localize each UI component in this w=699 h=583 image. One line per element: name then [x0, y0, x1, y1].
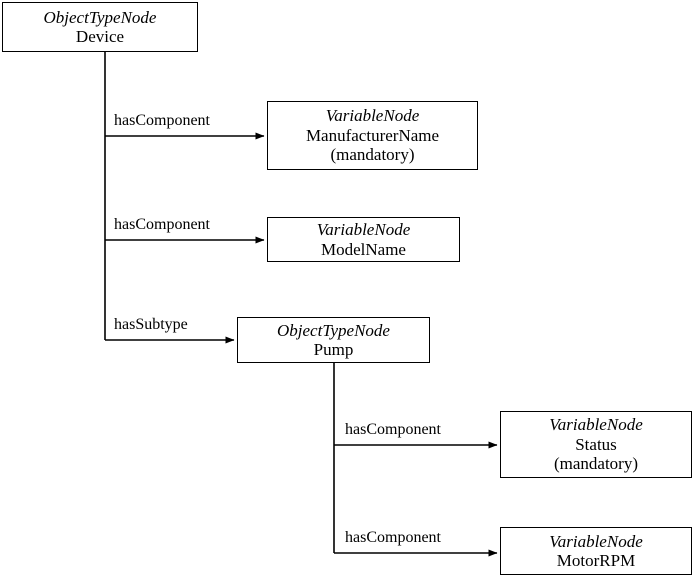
node-pump[interactable]: ObjectTypeNode Pump [237, 317, 430, 363]
node-pump-class: ObjectTypeNode [277, 320, 390, 340]
node-motor-rpm-name: MotorRPM [556, 551, 636, 570]
node-status-class: VariableNode [549, 415, 643, 435]
node-status-name: Status [575, 434, 617, 454]
node-model-name[interactable]: VariableNode ModelName [267, 217, 460, 262]
node-status-modifier: (mandatory) [553, 454, 639, 474]
node-pump-name: Pump [313, 340, 354, 359]
node-manufacturer-name-modifier: (mandatory) [330, 145, 415, 165]
node-device-class: ObjectTypeNode [43, 7, 157, 27]
node-motor-rpm[interactable]: VariableNode MotorRPM [500, 527, 692, 575]
edge-label-pump-status: hasComponent [345, 421, 441, 438]
edge-label-device-manufacturer: hasComponent [114, 112, 210, 129]
node-motor-rpm-class: VariableNode [549, 531, 643, 551]
node-model-name-name: ModelName [321, 239, 406, 259]
edge-label-pump-motorrpm: hasComponent [345, 529, 441, 546]
node-device[interactable]: ObjectTypeNode Device [2, 2, 198, 52]
node-device-name: Device [75, 27, 125, 46]
edge-label-device-modelname: hasComponent [114, 216, 210, 233]
node-model-name-class: VariableNode [316, 220, 411, 240]
node-manufacturer-name-class: VariableNode [325, 106, 420, 126]
node-status[interactable]: VariableNode Status (mandatory) [500, 411, 692, 478]
node-manufacturer-name-name: ManufacturerName [305, 125, 440, 145]
edge-label-device-pump: hasSubtype [114, 316, 188, 333]
node-manufacturer-name[interactable]: VariableNode ManufacturerName (mandatory… [267, 101, 478, 170]
